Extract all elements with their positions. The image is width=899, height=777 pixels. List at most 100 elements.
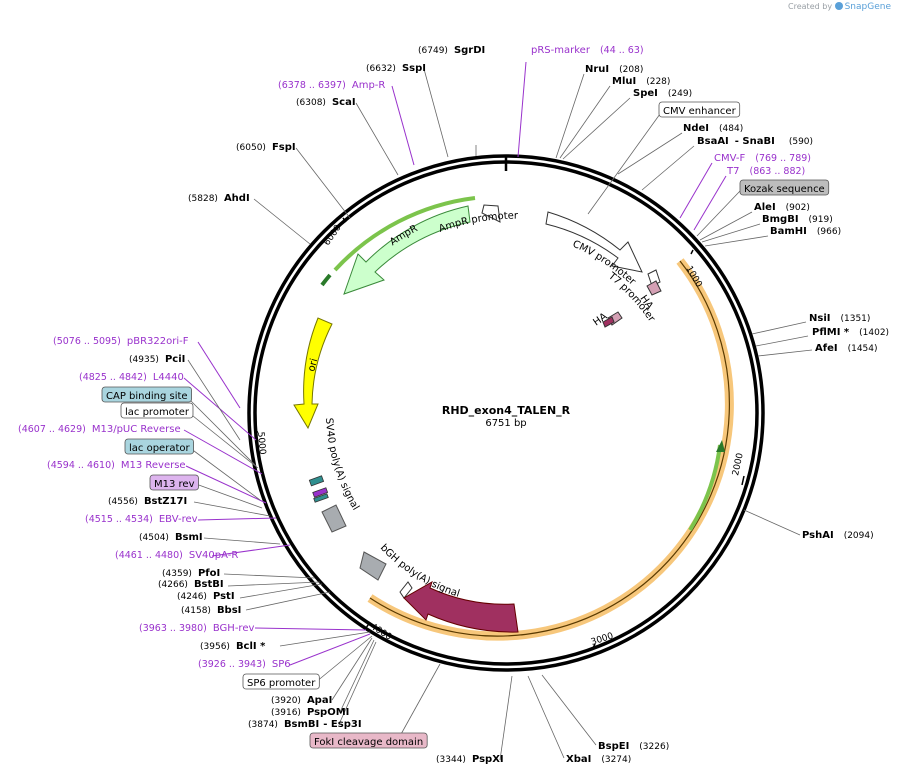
sv40pa-r-label[interactable]: (4461 .. 4480)SV40pA-R (115, 550, 238, 561)
sp6-promoter-arrow (399, 581, 413, 599)
bcli-leader (279, 631, 371, 647)
sv40pa-r-leader (211, 544, 291, 557)
kozak-label[interactable]: Kozak sequence (739, 179, 830, 196)
bstbi-leader (227, 581, 321, 587)
m13-puc-reverse-name: M13/pUC Reverse (92, 424, 181, 435)
bbsi-label[interactable]: (4158)BbsI (181, 605, 241, 616)
lac-operator-text: lac operator (129, 443, 190, 454)
ebv-rev-label[interactable]: (4515 .. 4534)EBV-rev (85, 514, 198, 525)
ahdi-label[interactable]: (5828)AhdI (188, 193, 250, 204)
bgh-polya-box[interactable] (359, 551, 387, 581)
m13-puc-reverse-label[interactable]: (4607 .. 4629)M13/pUC Reverse (18, 424, 181, 435)
lac-promoter-label[interactable]: lac promoter (120, 402, 194, 419)
m13-reverse-label[interactable]: (4594 .. 4610)M13 Reverse (47, 460, 186, 471)
ampr-cds-arrow[interactable] (343, 205, 471, 295)
t7-label[interactable]: T7(863 .. 882) (726, 166, 805, 177)
ampr-promoter-arrow[interactable] (481, 204, 501, 223)
m13-rev-label[interactable]: M13 rev (149, 474, 199, 491)
sspi-label[interactable]: (6632) SspI (366, 63, 426, 74)
fspi-position: (6050) (236, 143, 266, 153)
amp-r-label[interactable]: (6378 .. 6397)Amp-R (278, 80, 385, 91)
nsii-label[interactable]: NsiI(1351) (809, 313, 870, 324)
pspomi-label[interactable]: (3916)PspOMI (271, 707, 349, 718)
l4440-label[interactable]: (4825 .. 4842)L4440 (79, 372, 184, 383)
ori-arrow[interactable] (293, 317, 333, 430)
cap-site-text: CAP binding site (106, 391, 188, 402)
scai-position: (6308) (296, 98, 326, 108)
talen-cds-arrow[interactable] (403, 580, 519, 633)
pbr322ori-f-position: (5076 .. 5095) (53, 336, 121, 347)
bstbi-position: (4266) (158, 580, 188, 590)
bspei-label[interactable]: BspEI(3226) (598, 741, 669, 752)
bsmi-label[interactable]: (4504)BsmI (139, 532, 203, 543)
pspxi-label[interactable]: (3344)PspXI (436, 754, 504, 765)
spei-label[interactable]: SpeI(249) (633, 88, 692, 99)
cmv-enhancer-label[interactable]: CMV enhancer (658, 101, 741, 118)
bcli-label[interactable]: (3956)BclI * (200, 641, 266, 652)
l4440-name: L4440 (153, 372, 184, 383)
kozak-leader (696, 190, 741, 237)
green-feature-arc (688, 444, 722, 532)
pfoi-name: PfoI (198, 568, 220, 579)
scai-name: ScaI (332, 97, 356, 108)
pRS-marker-leader (517, 61, 527, 158)
fspi-label[interactable]: (6050)FspI (236, 142, 296, 153)
sspi-name: SspI (402, 63, 426, 74)
pRS-marker-name: pRS-marker (531, 45, 591, 56)
foki-label[interactable]: FokI cleavage domain (309, 732, 428, 749)
mlui-leader (559, 85, 611, 159)
bsmbi-position: (3874) (248, 720, 278, 730)
xbai-label[interactable]: XbaI(3274) (566, 754, 631, 765)
bsmbi-extra: - Esp3I (323, 719, 361, 730)
sspi-position: (6632) (366, 64, 396, 74)
pspomi-position: (3916) (271, 708, 301, 718)
tick-label-5000: 5000 (255, 431, 267, 455)
bsaai-leader (641, 145, 695, 191)
afei-label[interactable]: AfeI(1454) (815, 343, 878, 354)
sv40-polya-box[interactable] (321, 504, 347, 533)
sv40pa-r-position: (4461 .. 4480) (115, 550, 183, 561)
bsaai-label[interactable]: BsaAI- SnaBI(590) (697, 136, 813, 147)
ha-tag-1[interactable] (646, 280, 662, 296)
bstz17i-label[interactable]: (4556)BstZ17I (108, 496, 187, 507)
pspxi-name: PspXI (472, 754, 504, 765)
bsmbi-leader (339, 641, 377, 723)
pRS-marker-label[interactable]: pRS-marker(44 .. 63) (531, 45, 644, 56)
sp6-leader (289, 633, 371, 666)
lac-promoter-box (120, 402, 194, 419)
bsmbi-name: BsmBI (284, 719, 319, 730)
cmv-promoter-arrow[interactable] (545, 211, 643, 273)
ndei-label[interactable]: NdeI(484) (683, 123, 743, 134)
lac-operator-label[interactable]: lac operator (124, 438, 194, 455)
amp-r-leader (391, 85, 415, 166)
bgh-rev-label[interactable]: (3963 .. 3980)BGH-rev (139, 623, 254, 634)
pshai-label[interactable]: PshAI(2094) (802, 530, 874, 541)
cap-site-label[interactable]: CAP binding site (101, 386, 192, 403)
bstbi-label[interactable]: (4266)BstBI (158, 579, 224, 590)
sp6-label[interactable]: (3926 .. 3943)SP6 (198, 659, 291, 670)
ebv-rev-position: (4515 .. 4534) (85, 514, 153, 525)
snapgene-watermark: Created by SnapGene (788, 2, 891, 12)
bamhi-label[interactable]: BamHI(966) (770, 226, 841, 237)
alei-label[interactable]: AleI(902) (754, 202, 810, 213)
cmv-f-position: (769 .. 789) (755, 153, 811, 164)
nrui-label[interactable]: NruI(208) (585, 64, 643, 75)
lac-operator-box (124, 438, 194, 455)
cmv-f-label[interactable]: CMV-F(769 .. 789) (714, 153, 811, 164)
pcii-label[interactable]: (4935)PciI (129, 354, 185, 365)
apai-label[interactable]: (3920)ApaI (271, 695, 332, 706)
sp6-promoter-label[interactable]: SP6 promoter (242, 673, 320, 690)
scai-label[interactable]: (6308) ScaI (296, 97, 356, 108)
bsmbi-label[interactable]: (3874) BsmBI - Esp3I (248, 719, 362, 730)
bgh-rev-leader (254, 627, 367, 631)
bspei-name: BspEI (598, 741, 629, 752)
pfoi-position: (4359) (162, 569, 192, 579)
mlui-label[interactable]: MluI(228) (612, 76, 670, 87)
pfoi-label[interactable]: (4359) PfoI (162, 568, 220, 579)
bstz17i-name: BstZ17I (144, 496, 187, 507)
sgrdi-label[interactable]: (6749)SgrDI (418, 45, 485, 56)
psti-label[interactable]: (4246)PstI (177, 591, 235, 602)
pbr322ori-f-label[interactable]: (5076 .. 5095)pBR322ori-F (53, 336, 189, 347)
bmgbi-label[interactable]: BmgBI(919) (762, 214, 833, 225)
pflmi-label[interactable]: PflMI *(1402) (812, 327, 889, 338)
